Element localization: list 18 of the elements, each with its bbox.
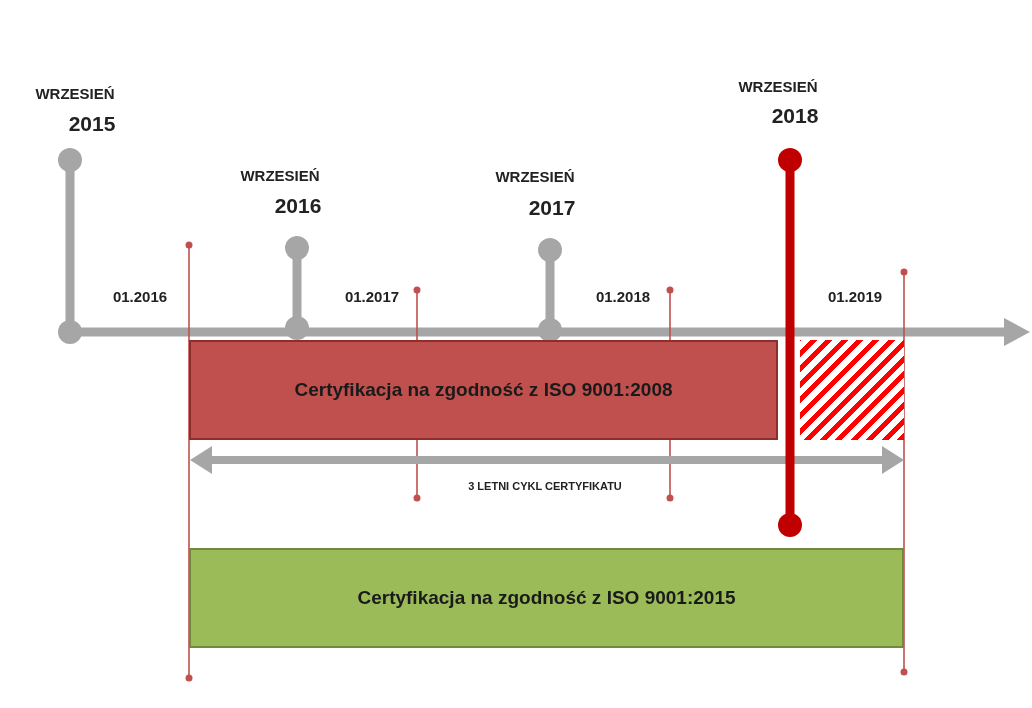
date-label: 01.2016 bbox=[112, 287, 168, 305]
year-label: 2017 bbox=[528, 196, 576, 220]
month-label: WRZESIEŃ bbox=[240, 166, 320, 184]
month-label: WRZESIEŃ bbox=[35, 84, 115, 102]
month-label: WRZESIEŃ bbox=[738, 77, 818, 95]
hatched-bar bbox=[800, 340, 904, 440]
bar-label: Certyfikacja na zgodność z ISO 9001:2008 bbox=[294, 379, 673, 401]
month-label: WRZESIEŃ bbox=[495, 167, 575, 185]
certification-bar bbox=[189, 340, 778, 440]
date-label: 01.2018 bbox=[595, 287, 651, 305]
bar-label: Certyfikacja na zgodność z ISO 9001:2015 bbox=[357, 587, 736, 609]
date-label: 01.2019 bbox=[827, 287, 883, 305]
year-label: 2018 bbox=[771, 104, 819, 128]
certification-bar bbox=[189, 548, 904, 648]
year-label: 2016 bbox=[274, 194, 322, 218]
year-label: 2015 bbox=[68, 112, 116, 136]
cycle-label: 3 LETNI CYKL CERTYFIKATU bbox=[468, 480, 622, 492]
date-label: 01.2017 bbox=[344, 287, 400, 305]
